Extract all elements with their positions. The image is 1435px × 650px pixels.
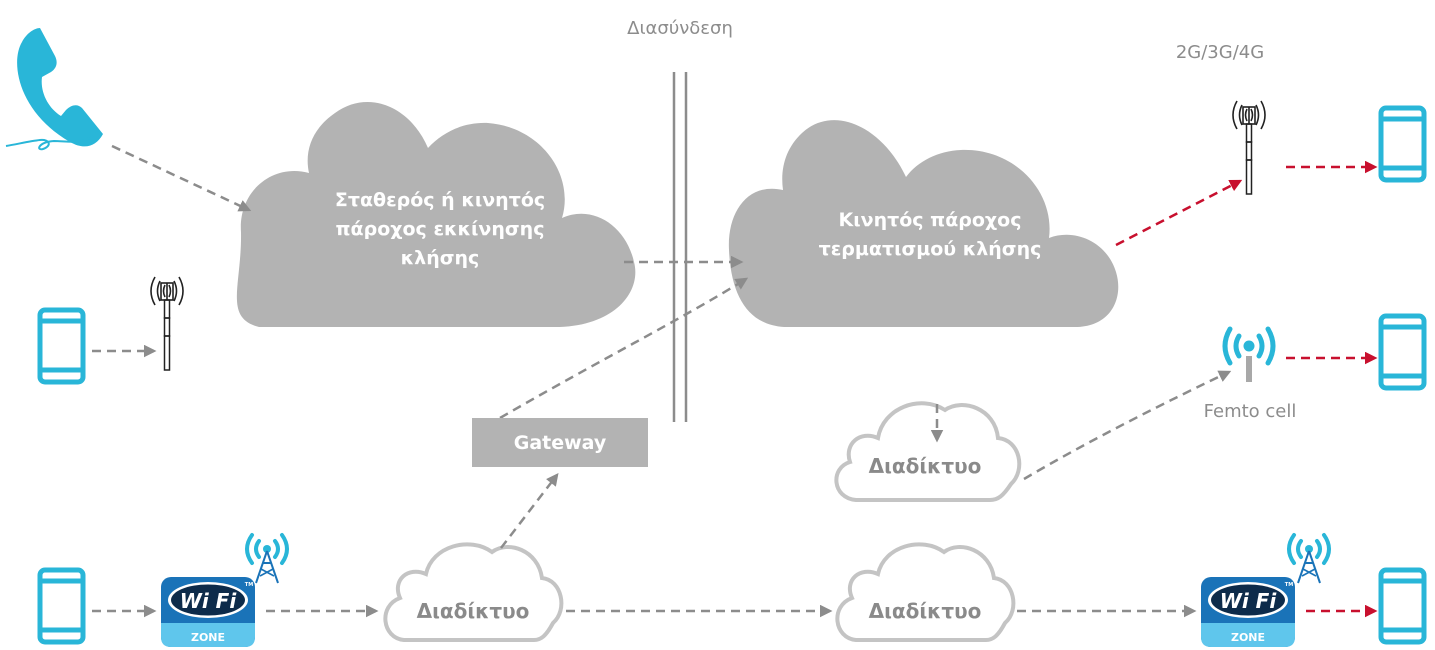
- arrow-gateway-to-termination: [499, 277, 749, 420]
- smartphone-icon: [1381, 316, 1424, 388]
- interconnection-label: Διασύνδεση: [627, 18, 733, 39]
- origin-provider-cloud: [236, 102, 636, 327]
- wifi-zone-text: ZONE: [1231, 631, 1265, 644]
- arrow-internet-to-femto: [1023, 370, 1232, 481]
- smartphone-icon: [1381, 108, 1424, 180]
- arrow-internet-to-gateway: [500, 473, 559, 549]
- wifi-zone-icon: Wi Fi ZONE TM: [1201, 533, 1331, 647]
- cell-tower-icon: [150, 276, 184, 371]
- femto-cell-label: Femto cell: [1203, 401, 1297, 422]
- internet-left-cloud: [383, 542, 564, 642]
- smartphone-icon: [1381, 570, 1424, 642]
- termination-provider-cloud: [728, 120, 1119, 327]
- internet-femto-cloud: [834, 401, 1022, 502]
- internet-femto-label: Διαδίκτυο: [868, 454, 982, 478]
- smartphone-icon: [40, 570, 83, 642]
- smartphone-icon: [40, 310, 83, 382]
- wifi-tm-text: TM: [245, 582, 253, 588]
- wifi-logo-text: Wi Fi: [1220, 589, 1278, 613]
- arrow-termination-to-tower: [1115, 179, 1243, 247]
- wifi-logo-text: Wi Fi: [180, 589, 238, 613]
- wifi-zone-icon: Wi Fi ZONE TM: [161, 533, 289, 647]
- origin-provider-label: Σταθερός ή κινητός πάροχος εκκίνησης κλή…: [334, 189, 546, 269]
- interconnection-line: [672, 72, 688, 422]
- wifi-zone-text: ZONE: [191, 631, 225, 644]
- femto-cell-icon: [1222, 326, 1276, 382]
- termination-provider-label: Κινητός πάροχος τερματισμού κλήσης: [818, 209, 1042, 260]
- network-generations-label: 2G/3G/4G: [1175, 42, 1265, 63]
- internet-right-cloud: [835, 542, 1016, 642]
- gateway-box: Gateway: [472, 418, 648, 467]
- internet-right-label: Διαδίκτυο: [868, 599, 982, 623]
- wifi-tm-text: TM: [1285, 582, 1293, 588]
- arrow-phone-to-origin: [111, 144, 252, 212]
- cell-tower-icon: [1232, 100, 1266, 195]
- telephone-handset-icon: [5, 28, 103, 151]
- internet-left-label: Διαδίκτυο: [416, 599, 530, 623]
